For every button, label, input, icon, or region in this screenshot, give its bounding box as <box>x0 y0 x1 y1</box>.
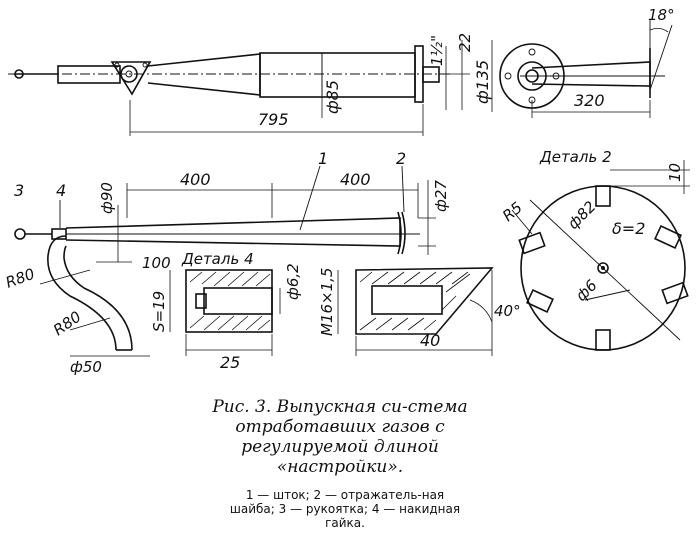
dim-1-1-2-inch: 1½" <box>428 35 446 66</box>
dim-phi6: ф6 <box>572 276 601 305</box>
dim-22: 22 <box>456 33 474 52</box>
dim-phi135: ф135 <box>473 60 492 104</box>
detail-4-title: Деталь 4 <box>181 250 254 268</box>
top-view <box>8 40 470 136</box>
dim-25: 25 <box>220 353 240 372</box>
dim-phi90: ф90 <box>98 182 116 214</box>
dim-phi85: ф85 <box>323 80 342 114</box>
detail-2-washer <box>511 160 690 351</box>
label-3: 3 <box>14 181 24 200</box>
dim-10: 10 <box>666 163 684 182</box>
dim-phi6-2: ф6,2 <box>284 263 302 300</box>
threaded-tip <box>337 267 494 356</box>
dim-400-left: 400 <box>180 170 211 189</box>
detail-4-nut <box>169 269 281 356</box>
rod-assembly <box>14 165 436 357</box>
dim-M16: M16×1,5 <box>318 268 336 336</box>
dim-40: 40 <box>420 331 440 350</box>
dim-S19: S=19 <box>150 291 168 332</box>
dim-phi50: ф50 <box>70 358 102 376</box>
figure-caption-title: Рис. 3. Выпускная си-стема отработавших … <box>212 397 468 477</box>
label-1: 1 <box>318 149 328 168</box>
dim-R5: R5 <box>499 198 526 225</box>
dim-R80-upper: R80 <box>3 265 37 292</box>
dim-phi27: ф27 <box>432 180 450 212</box>
label-2: 2 <box>396 149 406 168</box>
dim-18-deg: 18° <box>648 6 675 24</box>
dim-320: 320 <box>574 91 605 110</box>
dim-delta2: δ=2 <box>612 219 645 238</box>
dim-100: 100 <box>142 254 171 272</box>
flange-side-view <box>491 20 673 118</box>
figure-caption-legend: 1 — шток; 2 — отражатель-ная шайба; 3 — … <box>229 488 461 530</box>
dim-R80-lower: R80 <box>50 308 85 340</box>
dim-795: 795 <box>258 110 289 129</box>
dim-40-deg: 40° <box>494 302 521 320</box>
dim-phi82: ф82 <box>564 198 599 233</box>
label-4: 4 <box>56 181 66 200</box>
dim-400-right: 400 <box>340 170 371 189</box>
detail-2-title: Деталь 2 <box>539 148 612 166</box>
